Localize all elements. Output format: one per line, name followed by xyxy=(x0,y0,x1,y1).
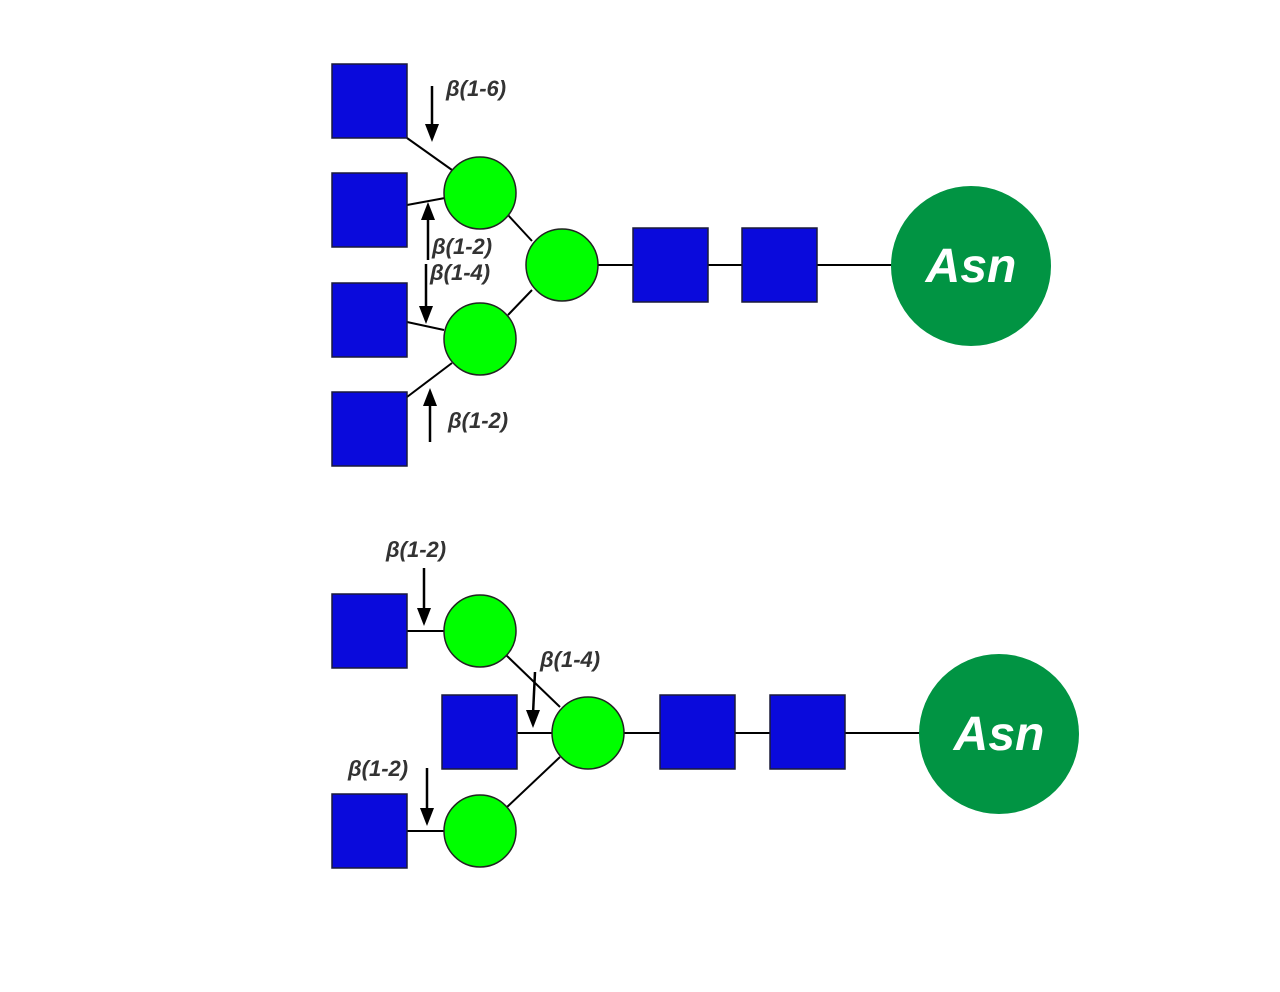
linkage-label: β(1-4) xyxy=(429,260,490,285)
linkage-label: β(1-2) xyxy=(431,234,492,259)
mannose-circle xyxy=(525,228,599,302)
mannose-circle xyxy=(443,594,517,668)
arrow-head xyxy=(425,124,439,142)
bottom-glycan: Asn β(1-2) β(1-4) β(1-2) xyxy=(331,537,1079,869)
mannose-circle xyxy=(443,302,517,376)
bond xyxy=(406,362,453,398)
linkage-label: β(1-6) xyxy=(445,76,506,101)
bisecting-glcnac-square xyxy=(441,694,518,770)
linkage-label: β(1-2) xyxy=(385,537,446,562)
asn-label: Asn xyxy=(953,708,1045,761)
glcnac-square xyxy=(331,172,408,248)
arrow-head xyxy=(417,608,431,626)
arrow xyxy=(531,671,537,715)
asn-label: Asn xyxy=(925,240,1017,293)
bond xyxy=(505,654,561,708)
asn-circle xyxy=(919,654,1079,814)
linkage-label: β(1-4) xyxy=(539,647,600,672)
mannose-circle xyxy=(443,156,517,230)
glcnac-square xyxy=(331,282,408,358)
mannose-circle xyxy=(443,794,517,868)
arrow-head xyxy=(420,808,434,826)
bond xyxy=(406,197,446,206)
glcnac-square xyxy=(659,694,736,770)
bond xyxy=(507,289,533,316)
arrow-head xyxy=(419,306,433,324)
linkage-label: β(1-2) xyxy=(347,756,408,781)
bond xyxy=(505,756,561,809)
mannose-circle xyxy=(551,696,625,770)
arrow-head xyxy=(423,388,437,406)
glcnac-square xyxy=(632,227,709,303)
glcnac-square xyxy=(331,63,408,139)
linkage-label: β(1-2) xyxy=(447,408,508,433)
top-glycan: Asn β(1-6) β(1-2) β(1-4) β(1-2) xyxy=(331,63,1051,467)
glcnac-square xyxy=(769,694,846,770)
glcnac-square xyxy=(331,793,408,869)
bond xyxy=(507,214,533,242)
bond xyxy=(406,137,453,171)
asn-circle xyxy=(891,186,1051,346)
arrow-head xyxy=(526,710,540,728)
glcnac-square xyxy=(741,227,818,303)
arrow-head xyxy=(421,202,435,220)
glcnac-square xyxy=(331,391,408,467)
glcnac-square xyxy=(331,593,408,669)
bond xyxy=(406,321,445,331)
